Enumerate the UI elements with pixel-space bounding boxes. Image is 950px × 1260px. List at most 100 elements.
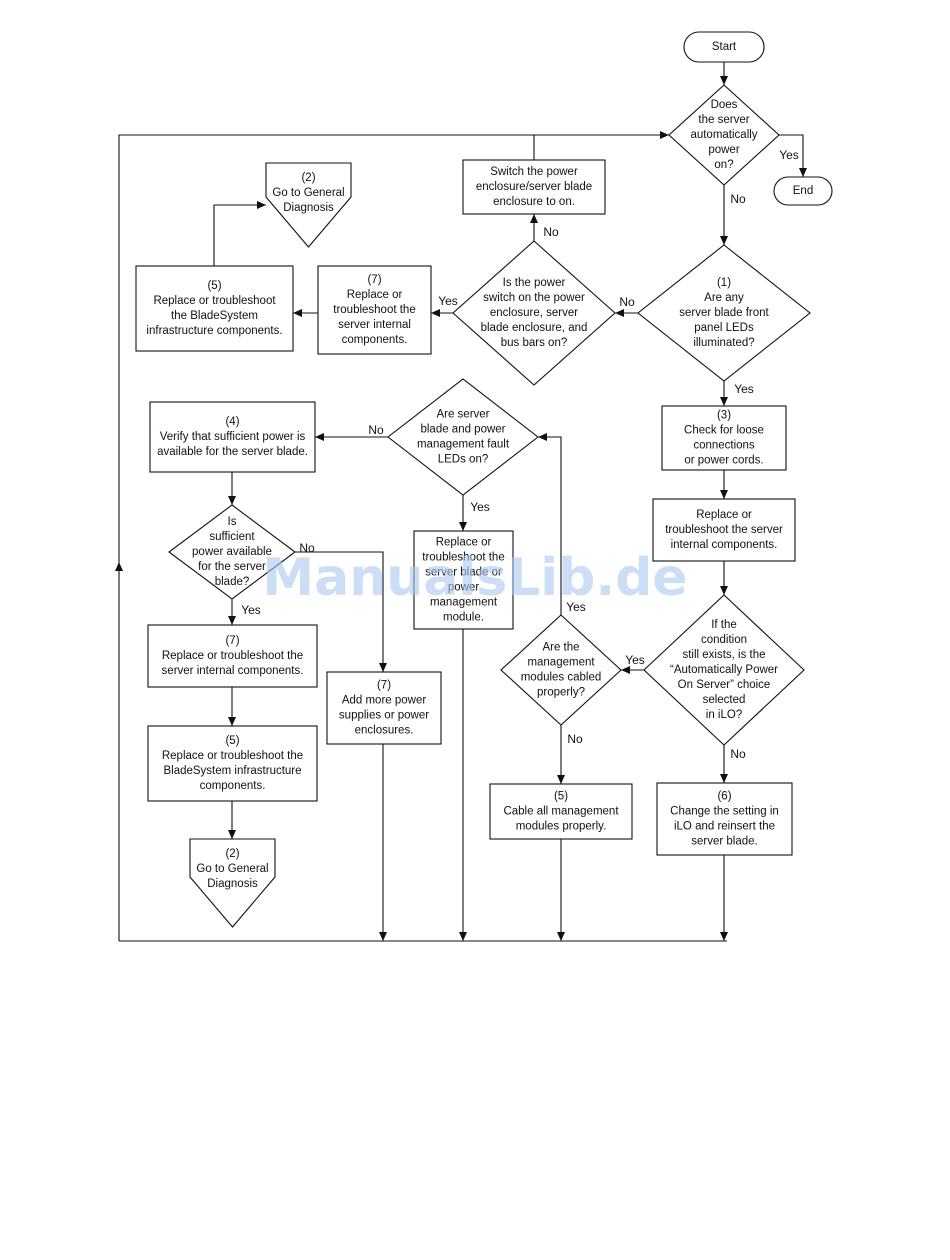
node-text-line: power xyxy=(448,582,479,594)
node-text-line: modules properly. xyxy=(516,821,607,833)
node-text-line: components. xyxy=(200,780,266,792)
node-text-line: Add more power xyxy=(342,695,427,707)
node-text-line: available for the server blade. xyxy=(157,446,308,458)
connector xyxy=(213,201,266,266)
branch-label-yes: Yes xyxy=(779,148,799,162)
node-text-line: Is xyxy=(228,516,237,528)
node-text-line: Verify that sufficient power is xyxy=(160,431,306,443)
node-text-line: (3) xyxy=(717,410,731,422)
node-text-line: for the server xyxy=(198,561,266,573)
node-text-line: illuminated? xyxy=(693,337,754,349)
node-text-line: infrastructure components. xyxy=(146,325,282,337)
node-text-line: (5) xyxy=(225,735,239,747)
node-replace-infra-left: (5)Replace or troubleshoot theBladeSyste… xyxy=(147,725,318,802)
node-text-line: Change the setting in xyxy=(670,806,779,818)
node-text-line: or power cords. xyxy=(684,455,763,467)
node-text-line: enclosure, server xyxy=(490,307,578,319)
node-text-line: automatically xyxy=(690,129,757,141)
branch-label-no: No xyxy=(299,541,315,555)
node-text-line: (4) xyxy=(225,416,239,428)
branch-label-yes: Yes xyxy=(241,603,261,617)
node-text-line: Replace or troubleshoot the xyxy=(162,650,303,662)
node-cable-all: (5) Cable all management modules properly. xyxy=(489,783,633,840)
node-text-line: troubleshoot the server xyxy=(665,524,783,536)
node-text-line: internal components. xyxy=(671,539,778,551)
node-text-line: troubleshoot the xyxy=(333,304,415,316)
node-text-line: Replace or xyxy=(696,509,752,521)
node-text-line: connections xyxy=(693,440,755,452)
branch-label-no: No xyxy=(730,747,746,761)
node-replace-infra-top: (5) Replace or troubleshoot the BladeSyste… xyxy=(135,265,294,352)
node-text-line: management xyxy=(527,657,595,669)
node-text-line: troubleshoot the xyxy=(422,552,504,564)
node-start: Start xyxy=(683,31,765,63)
node-text-line: panel LEDs xyxy=(694,322,754,334)
node-text-line: module. xyxy=(443,612,484,624)
watermark-text: ManualsLib.de xyxy=(262,548,687,608)
node-text-line: blade? xyxy=(215,576,250,588)
node-text-line: If the xyxy=(711,619,737,631)
node-mgmt-cabled: Are the management modules cabled properly? xyxy=(500,614,622,726)
node-text-line: (2) xyxy=(301,172,315,184)
node-text-line: Cable all management xyxy=(503,806,619,818)
branch-label-no: No xyxy=(619,295,635,309)
node-text-line: (1) xyxy=(717,277,731,289)
node-text-line: the BladeSystem xyxy=(171,310,258,322)
node-replace-internal-right: Replace or troubleshoot the server interna… xyxy=(652,498,796,562)
node-text-line: Are the xyxy=(542,642,579,654)
branch-label-yes: Yes xyxy=(470,500,490,514)
node-text-line: components. xyxy=(342,334,408,346)
node-text-line: End xyxy=(793,185,813,197)
branch-label-yes: Yes xyxy=(566,600,586,614)
node-text-line: server blade or xyxy=(425,567,502,579)
branch-label-no: No xyxy=(730,192,746,206)
node-verify-power: (4) Verify that sufficient power is availa… xyxy=(149,401,316,473)
connector xyxy=(118,131,669,562)
node-text-line: On Server” choice xyxy=(678,679,771,691)
node-text-line: switch on the power xyxy=(483,292,585,304)
node-text-line: Does xyxy=(711,99,738,111)
node-text-line: properly? xyxy=(537,687,585,699)
node-end: End xyxy=(773,176,833,206)
node-text-line: bus bars on? xyxy=(501,337,568,349)
branch-label-no: No xyxy=(368,423,384,437)
node-text-line: iLO and reinsert the xyxy=(674,821,775,833)
node-text-line: Replace or xyxy=(347,289,403,301)
branch-label-yes: Yes xyxy=(734,382,754,396)
node-text-line: server blade front xyxy=(679,307,769,319)
node-text-line: modules cabled xyxy=(521,672,602,684)
node-text-line: in iLO? xyxy=(706,709,742,721)
branch-label-no: No xyxy=(543,225,559,239)
node-text-line: condition xyxy=(701,634,747,646)
node-text-line: Diagnosis xyxy=(283,202,334,214)
node-text-line: Go to General xyxy=(272,187,344,199)
node-text-line: (5) xyxy=(554,791,568,803)
node-text-line: management fault xyxy=(417,439,510,451)
node-text-line: (7) xyxy=(225,635,239,647)
node-text-line: LEDs on? xyxy=(438,454,489,466)
node-text-line: enclosure/server blade xyxy=(476,181,592,193)
node-text-line: BladeSystem infrastructure xyxy=(163,765,301,777)
node-text-line: supplies or power xyxy=(339,710,429,722)
node-text-line: on? xyxy=(714,159,733,171)
node-text-line: Diagnosis xyxy=(207,878,258,890)
node-text-line: management xyxy=(430,597,498,609)
branch-label-yes: Yes xyxy=(438,294,458,308)
node-text-line: Replace or troubleshoot xyxy=(153,295,276,307)
node-text-line: the server xyxy=(698,114,749,126)
node-text-line: (7) xyxy=(367,274,381,286)
node-text-line: (5) xyxy=(207,280,221,292)
node-text-line: power available xyxy=(192,546,272,558)
